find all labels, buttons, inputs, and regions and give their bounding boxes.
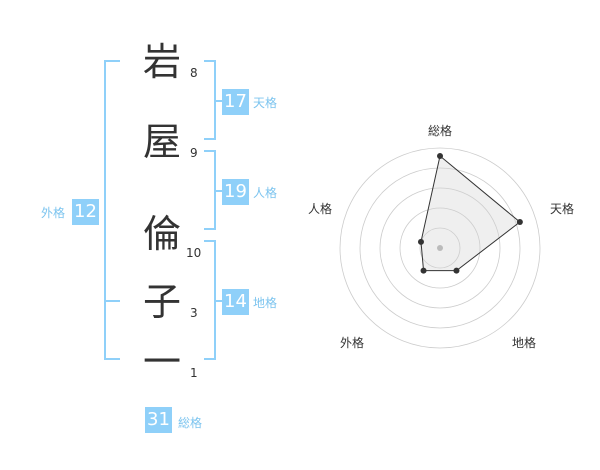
stroke-count-2: 9 (190, 146, 198, 160)
chikaku-label: 地格 (253, 296, 278, 310)
radar-point-4 (417, 238, 424, 245)
jinkaku-connector (216, 190, 222, 192)
tenkaku-connector (216, 100, 222, 102)
soukaku-value: 31 (145, 407, 172, 433)
gaikaku-bracket (104, 60, 120, 360)
jinkaku-bracket (204, 150, 216, 230)
radar-axis-label-jinkaku: 人格 (307, 202, 332, 216)
radar-axis-label-soukaku: 総格 (427, 124, 452, 138)
jinkaku-label: 人格 (253, 186, 278, 200)
name-char-2: 屋 (142, 120, 181, 164)
tenkaku-bracket (204, 60, 216, 140)
radar-axis-label-tenkaku: 天格 (549, 202, 574, 216)
radar-ring (399, 207, 481, 289)
stroke-count-4: 3 (190, 306, 198, 320)
radar-point-1 (516, 219, 523, 226)
soukaku-label: 総格 (178, 416, 203, 430)
name-char-3: 倫 (142, 212, 181, 256)
chikaku-connector (216, 300, 222, 302)
radar-point-3 (420, 267, 427, 274)
stroke-count-3: 10 (186, 246, 202, 260)
stroke-count-1: 8 (190, 66, 198, 80)
jinkaku-value: 19 (222, 179, 249, 205)
radar-axis-label-gaikaku: 外格 (339, 336, 364, 350)
gaikaku-label: 外格 (41, 206, 66, 220)
radar-ring (379, 187, 501, 309)
chikaku-value: 14 (222, 289, 249, 315)
radar-point-2 (453, 267, 460, 274)
name-char-5: 一 (142, 340, 181, 384)
radar-series-polygon (420, 155, 521, 272)
tenkaku-value: 17 (222, 89, 249, 115)
gaikaku-divider (104, 300, 120, 302)
name-char-4: 子 (142, 280, 181, 324)
radar-axis-label-chikaku: 地格 (511, 336, 536, 350)
radar-center-dot (437, 245, 443, 251)
name-char-1: 岩 (142, 40, 181, 84)
chikaku-bracket (204, 240, 216, 360)
stroke-count-5: 1 (190, 366, 198, 380)
radar-point-0 (437, 153, 443, 159)
tenkaku-label: 天格 (253, 96, 278, 110)
radar-ring (419, 227, 461, 269)
gaikaku-value: 12 (72, 199, 99, 225)
radar-ring (339, 147, 541, 349)
radar-ring (359, 167, 521, 329)
